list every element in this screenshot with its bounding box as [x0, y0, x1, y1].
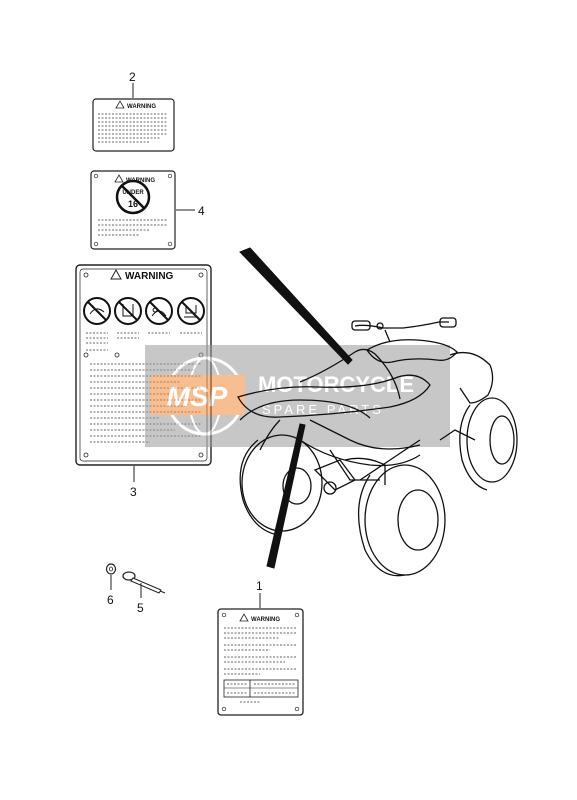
- prohibition-icon-row: [83, 297, 205, 325]
- no-paved-road-icon: [177, 297, 205, 325]
- badge-number-text: 16: [128, 199, 138, 209]
- callout-4: 4: [198, 204, 205, 218]
- label-1-heading: WARNING: [251, 617, 280, 623]
- atv-illustration: [237, 317, 518, 577]
- warning-label-2[interactable]: WARNING: [92, 98, 175, 152]
- label-2-heading: WARNING: [127, 104, 156, 110]
- watermark-title: MOTORCYCLE: [258, 372, 414, 397]
- rivet-part-5[interactable]: [122, 571, 166, 594]
- no-alcohol-icon: [114, 297, 142, 325]
- callout-2: 2: [129, 70, 136, 84]
- badge-top-text: UNDER: [122, 190, 144, 196]
- callout-1: 1: [256, 579, 263, 593]
- under-16-badge: UNDER 16: [115, 179, 151, 215]
- warning-label-1[interactable]: WARNING: [217, 608, 304, 716]
- no-passenger-icon: [145, 297, 173, 325]
- washer-part-6[interactable]: [105, 563, 117, 575]
- warning-label-4[interactable]: WARNING UNDER 16: [90, 170, 176, 250]
- label-3-heading: WARNING: [125, 271, 174, 282]
- msp-watermark: MSP MOTORCYCLE SPARE PARTS: [145, 345, 450, 447]
- watermark-subtitle: SPARE PARTS: [262, 402, 384, 417]
- pointer-arrows: [239, 247, 353, 569]
- callout-6: 6: [107, 593, 114, 607]
- watermark-logo: MSP: [167, 381, 228, 412]
- callout-3: 3: [130, 485, 137, 499]
- callout-5: 5: [137, 601, 144, 615]
- label-4-heading: WARNING: [126, 178, 155, 184]
- no-helmet-icon: [83, 297, 111, 325]
